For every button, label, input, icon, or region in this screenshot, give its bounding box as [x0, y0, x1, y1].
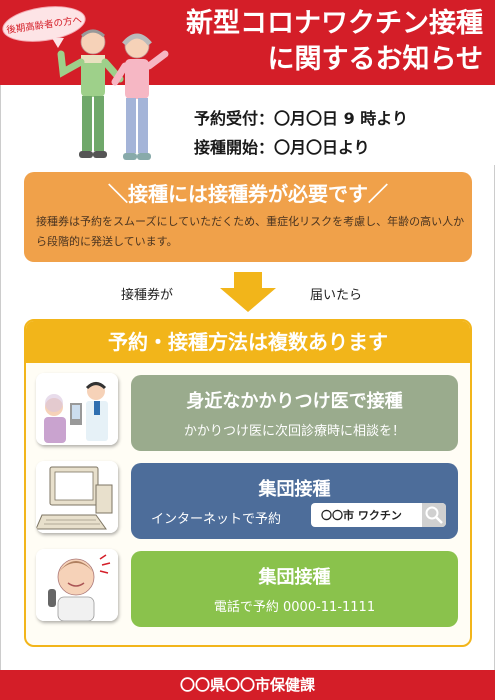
method-2-subtitle: インターネットで予約 [151, 512, 282, 527]
arrow-row: 接種券が 届いたら [0, 272, 495, 314]
schedule-panel [186, 85, 495, 165]
methods-heading: 予約・接種方法は複数あります [26, 321, 470, 363]
title-line-1: 新型コロナワクチン接種 [186, 8, 483, 39]
title-line-2: に関するお知らせ [267, 44, 483, 75]
schedule: 予約受付：〇月〇日 9 時より 接種開始：〇月〇日より [194, 104, 408, 162]
down-arrow-icon [220, 272, 276, 312]
method-1-title: 身近なかかりつけ医で接種 [186, 391, 403, 412]
method-card-phone[interactable]: 集団接種 電話で予約 0000-11-1111 [131, 551, 458, 627]
reservation-start: 予約受付：〇月〇日 9 時より [194, 109, 408, 128]
arrow-left-text: 接種券が [121, 288, 174, 303]
search-button[interactable] [422, 503, 446, 527]
phone-call-illustration [36, 549, 118, 621]
vaccination-start: 接種開始：〇月〇日より [194, 138, 370, 157]
arrow-right-text: 届いたら [310, 288, 363, 303]
computer-illustration [36, 461, 118, 533]
footer-department: 〇〇県〇〇市保健課 [0, 670, 495, 700]
method-3-title: 集団接種 [258, 567, 331, 588]
elderly-couple-illustration [57, 29, 169, 160]
ticket-notice: ＼接種には接種券が必要です／ 接種券は予約をスムーズにしていただくため、重症化リ… [24, 172, 472, 262]
search-input[interactable]: 〇〇市 ワクチン [311, 503, 446, 527]
speech-bubble-tail [52, 38, 64, 48]
search-icon [425, 506, 443, 524]
method-card-internet[interactable]: 集団接種 インターネットで予約 〇〇市 ワクチン [131, 463, 458, 539]
method-3-subtitle: 電話で予約 0000-11-1111 [213, 600, 376, 615]
ticket-notice-heading: ＼接種には接種券が必要です／ [108, 182, 388, 206]
method-card-family-doctor[interactable]: 身近なかかりつけ医で接種 かかりつけ医に次回診療時に相談を！ [131, 375, 458, 451]
doctor-consultation-illustration [36, 373, 118, 445]
method-2-title: 集団接種 [258, 479, 331, 500]
method-1-subtitle: かかりつけ医に次回診療時に相談を！ [183, 424, 406, 439]
page-title: 新型コロナワクチン接種 に関するお知らせ [186, 6, 483, 78]
ticket-notice-body: 接種券は予約をスムーズにしていただくため、重症化リスクを考慮し、年齢の高い人から… [36, 215, 465, 248]
search-query: 〇〇市 ワクチン [321, 509, 402, 522]
